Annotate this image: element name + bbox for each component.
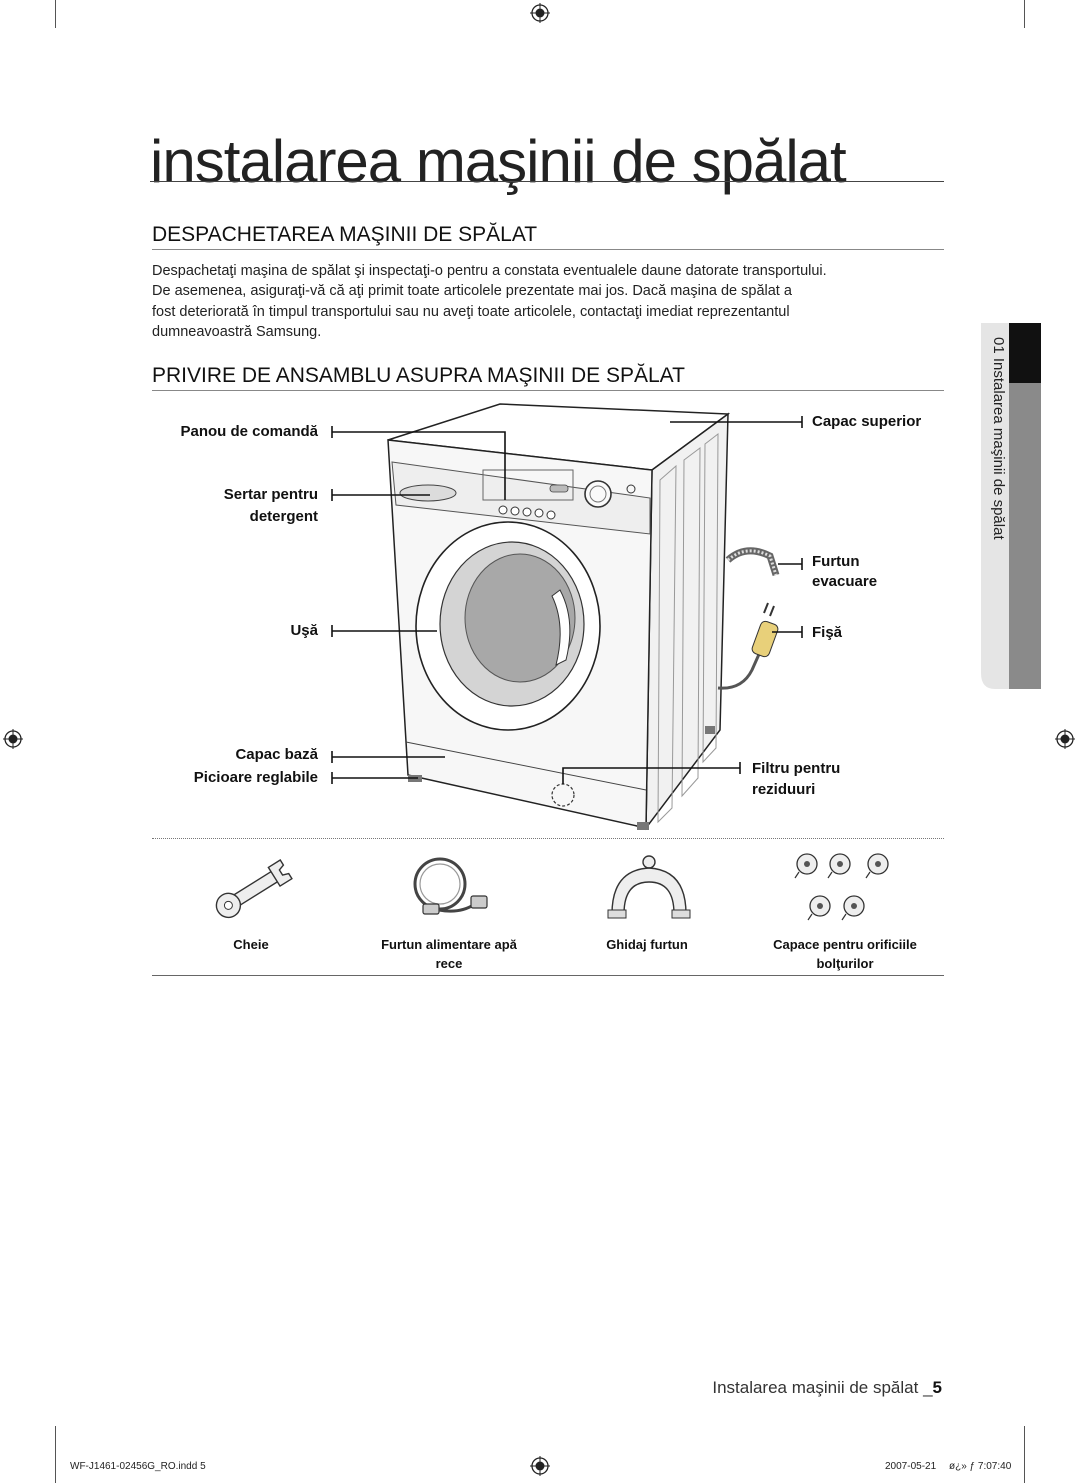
heading-rule — [152, 249, 944, 250]
label-drain-hose: Furtun — [812, 553, 860, 570]
slug-date: 2007-05-21 — [885, 1461, 937, 1472]
label-detergent-drawer: detergent — [249, 508, 318, 525]
accessory-label-water-hose: Furtun alimentare apă rece — [350, 935, 548, 973]
label-door: Uşă — [290, 622, 318, 639]
unpacking-line: Despachetaţi maşina de spălat şi inspect… — [152, 263, 827, 279]
accessories-bottom-rule — [152, 975, 944, 976]
bolt-cap-icon — [794, 853, 889, 921]
water-hose-icon — [413, 857, 488, 915]
accessory-label-hose-guide: Ghidaj furtun — [548, 935, 746, 954]
registration-mark-icon — [3, 729, 23, 749]
accessory-label-wrench: Cheie — [152, 935, 350, 954]
unpacking-text: Despachetaţi maşina de spălat şi inspect… — [152, 261, 942, 342]
chapter-tab-text: 01 Instalarea maşinii de spălat — [981, 323, 1017, 689]
unpacking-line: dumneavoastră Samsung. — [152, 323, 322, 340]
footer-text: Instalarea maşinii de spălat _ — [712, 1378, 933, 1397]
accessory-label-line: Cheie — [233, 937, 269, 952]
registration-mark-icon — [530, 1456, 550, 1476]
label-base-cover: Capac bază — [235, 746, 318, 763]
washing-machine-illustration — [331, 403, 803, 831]
slug-time: ø¿» ƒ 7:07:40 — [949, 1461, 1012, 1472]
accessory-label-bolt-caps: Capace pentru orificiile bolţurilor — [746, 935, 944, 973]
chapter-tab-label: 01 Instalarea maşinii de spălat — [990, 337, 1007, 540]
crop-mark — [1024, 1426, 1025, 1483]
label-debris-filter: Filtru pentru — [752, 760, 841, 777]
unpacking-line: De asemenea, asiguraţi-vă că aţi primit … — [152, 283, 792, 300]
hose-guide-icon — [607, 855, 691, 919]
accessories-top-rule — [152, 838, 944, 839]
page-number: 5 — [932, 1378, 942, 1397]
label-detergent-drawer: Sertar pentru — [223, 486, 318, 503]
label-control-panel: Panou de comandă — [180, 423, 318, 440]
label-top-cover: Capac superior — [812, 413, 922, 430]
accessory-label-line: Ghidaj furtun — [606, 937, 688, 952]
label-drain-hose: evacuare — [812, 573, 878, 590]
label-adjustable-feet: Picioare reglabile — [193, 769, 318, 786]
accessory-label-line: Furtun alimentare apă — [381, 937, 517, 952]
slug-file: WF-J1461-02456G_RO.indd 5 — [70, 1461, 206, 1472]
overview-heading: PRIVIRE DE ANSAMBLU ASUPRA MAŞINII DE SP… — [152, 364, 685, 387]
crop-mark — [1024, 0, 1025, 28]
chapter-tab — [981, 323, 1041, 689]
title-rule — [150, 181, 944, 182]
crop-mark — [55, 0, 56, 28]
heading-rule — [152, 390, 944, 391]
unpacking-line: fost deteriorată în timpul transportului… — [152, 303, 790, 320]
page-title: instalarea maşinii de spălat — [150, 128, 847, 195]
unpacking-heading: DESPACHETAREA MAŞINII DE SPĂLAT — [152, 223, 538, 246]
accessory-label-line: Capace pentru orificiile — [773, 937, 917, 952]
label-plug: Fişă — [812, 624, 843, 641]
crop-mark — [55, 1426, 56, 1483]
registration-mark-icon — [1055, 729, 1075, 749]
accessory-label-line: rece — [435, 956, 463, 971]
page-footer: Instalarea maşinii de spălat _5 — [712, 1378, 942, 1398]
registration-mark-icon — [530, 3, 550, 23]
wrench-icon — [215, 859, 293, 919]
label-debris-filter: reziduuri — [752, 781, 816, 798]
accessory-label-line: bolţurilor — [816, 956, 874, 971]
